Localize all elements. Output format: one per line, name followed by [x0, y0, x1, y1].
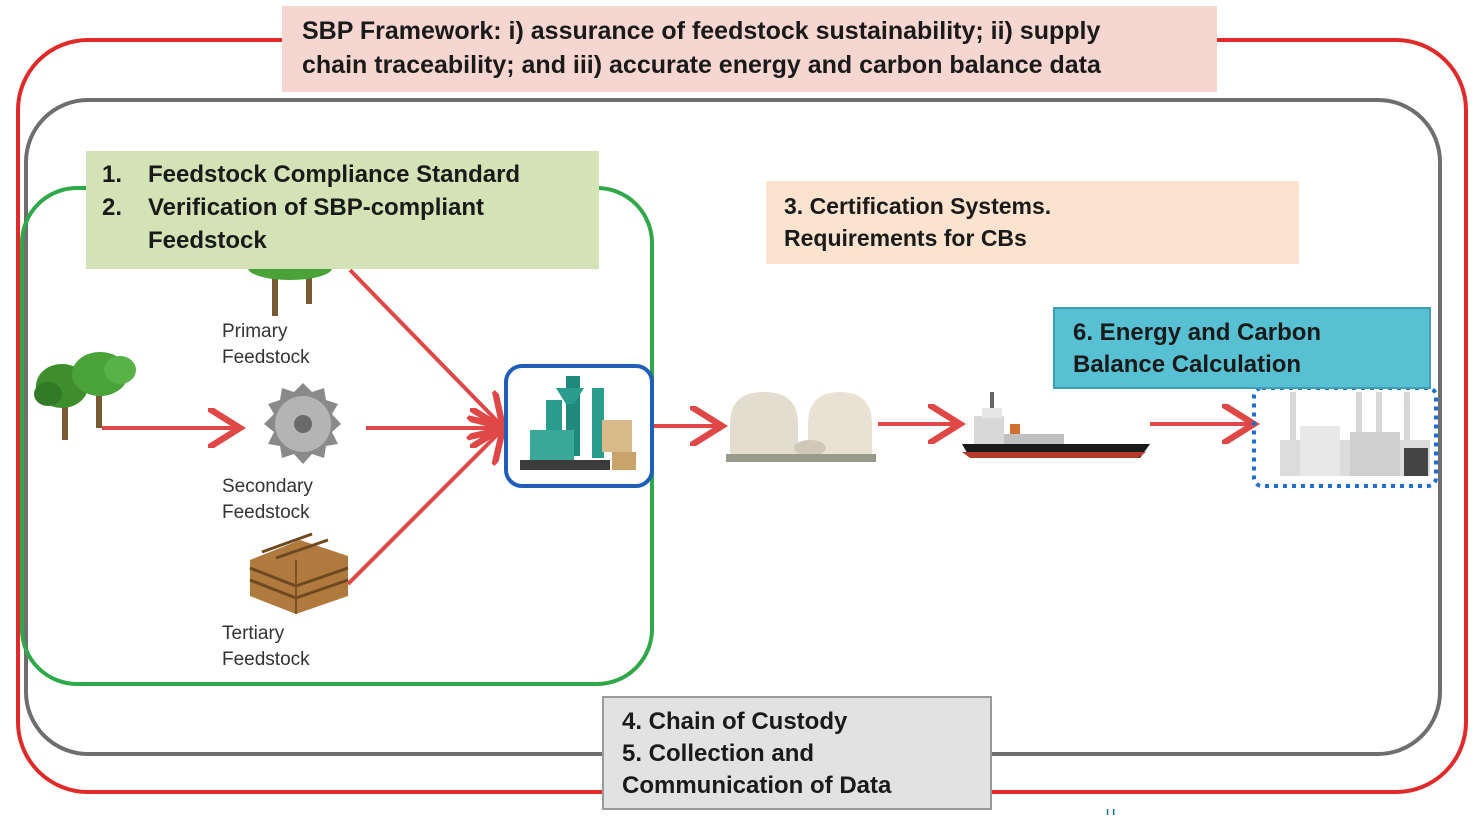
- cargo-ship-icon: [962, 392, 1150, 458]
- custody-line-3: Communication of Data: [622, 772, 892, 799]
- item-number: 2.: [102, 194, 123, 221]
- energy-line-2: Balance Calculation: [1073, 351, 1302, 378]
- secondary-feedstock-label: Secondary Feedstock: [222, 474, 313, 526]
- saw-blade-icon: [264, 383, 341, 464]
- header-line-1: SBP Framework: i) assurance of feedstock…: [302, 17, 1101, 45]
- header-line-2: chain traceability; and iii) accurate en…: [302, 51, 1101, 79]
- chain-of-custody-box: 4. Chain of Custody 5. Collection and Co…: [602, 696, 992, 810]
- label-line: Primary: [222, 321, 288, 342]
- certification-line-2: Requirements for CBs: [784, 225, 1027, 251]
- storage-domes-icon: [726, 392, 876, 462]
- energy-carbon-box: 6. Energy and Carbon Balance Calculation: [1053, 307, 1431, 389]
- flow-arrows: [102, 268, 1250, 586]
- item-text: Verification of SBP-compliant: [148, 194, 485, 221]
- forest-icon: [34, 352, 136, 440]
- energy-line-1: 6. Energy and Carbon: [1073, 319, 1322, 346]
- standards-item: Feedstock: [102, 224, 583, 257]
- arrow-primary-to-mill: [348, 268, 500, 424]
- label-line: Feedstock: [222, 502, 310, 523]
- item-text: Feedstock: [148, 227, 267, 254]
- label-line: Secondary: [222, 476, 313, 497]
- item-number: [102, 224, 148, 257]
- item-number: 1.: [102, 161, 123, 188]
- custody-line-1: 4. Chain of Custody: [622, 708, 848, 735]
- certification-line-1: 3. Certification Systems.: [784, 193, 1052, 219]
- sbp-framework-header: SBP Framework: i) assurance of feedstock…: [282, 6, 1217, 92]
- primary-feedstock-label: Primary Feedstock: [222, 319, 310, 371]
- stray-mark: ı ı: [1106, 806, 1116, 818]
- label-line: Feedstock: [222, 347, 310, 368]
- tertiary-feedstock-label: Tertiary Feedstock: [222, 621, 310, 673]
- custody-line-2: 5. Collection and: [622, 740, 815, 767]
- label-line: Feedstock: [222, 649, 310, 670]
- pellet-mill-icon: [504, 364, 654, 488]
- standards-box: 1. Feedstock Compliance Standard 2. Veri…: [86, 151, 599, 269]
- pallets-icon: [249, 532, 349, 614]
- power-plant-icon: [1252, 386, 1438, 488]
- label-line: Tertiary: [222, 623, 285, 644]
- standards-item: 2. Verification of SBP-compliant: [102, 191, 583, 224]
- certification-box: 3. Certification Systems. Requirements f…: [766, 181, 1299, 264]
- standards-item: 1. Feedstock Compliance Standard: [102, 158, 583, 191]
- item-text: Feedstock Compliance Standard: [148, 161, 521, 188]
- arrow-tertiary-to-mill: [346, 432, 500, 586]
